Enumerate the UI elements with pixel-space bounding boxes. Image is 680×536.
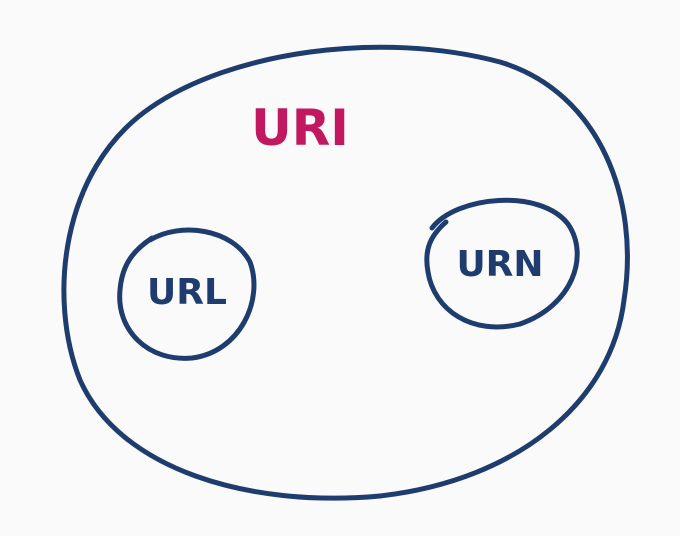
uri-label: URI [251,99,349,157]
uri-outer-circle [61,44,630,501]
urn-label: URN [456,244,543,285]
url-circle [117,227,257,361]
url-label: URL [147,272,227,313]
urn-circle [424,197,580,330]
